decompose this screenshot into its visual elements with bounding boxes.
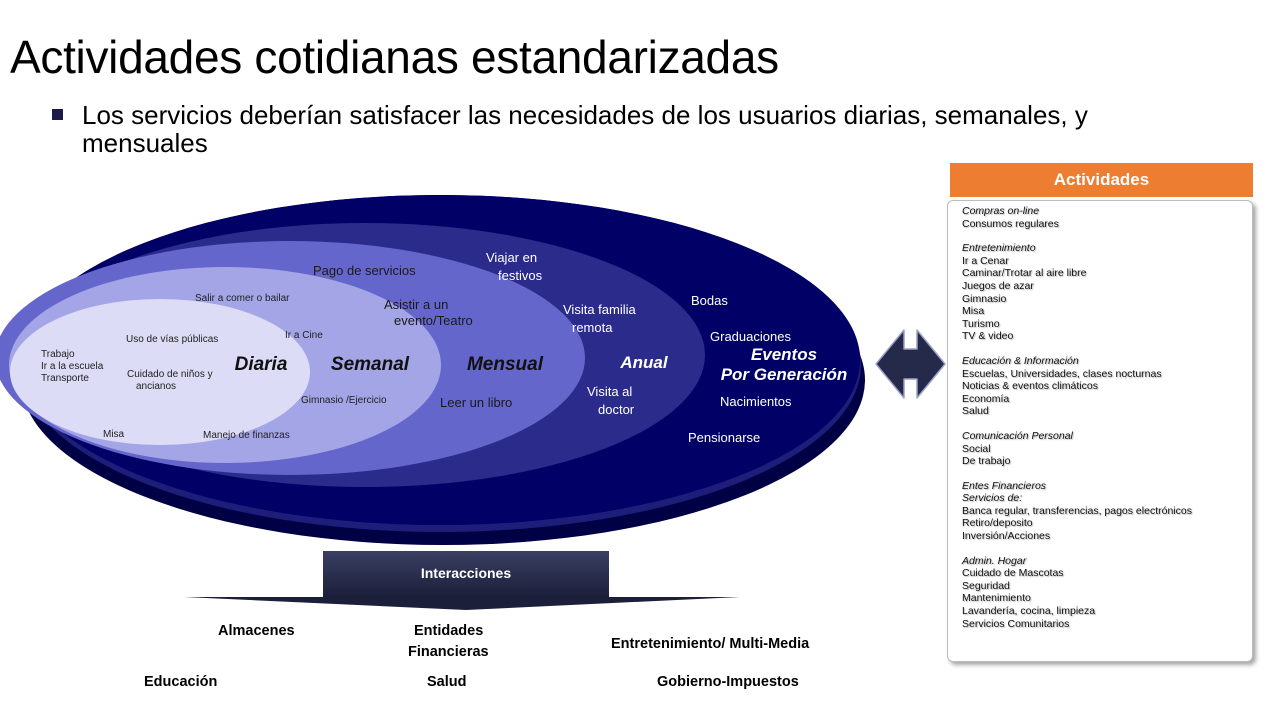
daily-item-misa: Misa [103,429,125,440]
ring-label-monthly: Mensual [467,354,544,375]
monthly-item-libro: Leer un libro [440,395,512,410]
interactions-bar: Interacciones [184,551,740,610]
label-entidades-line2: Financieras [408,644,489,660]
activities-item: Banca regular, transferencias, pagos ele… [962,504,1192,517]
daily-item-transporte: Transporte [41,373,89,384]
slide-title: Actividades cotidianas estandarizadas [10,31,779,83]
generation-item-pensionarse: Pensionarse [688,430,760,445]
label-gobierno: Gobierno-Impuestos [657,674,799,690]
activities-item: Seguridad [962,579,1010,592]
activities-item: Escuelas, Universidades, clases nocturna… [962,367,1162,380]
activities-item: Misa [962,305,985,318]
monthly-item-asistir-line2: evento/Teatro [394,313,473,328]
activities-item: Cuidado de Mascotas [962,567,1064,580]
yearly-item-visita-familia-line2: remota [572,320,613,335]
yearly-item-visita-familia-line1: Visita familia [563,302,637,317]
activities-item: Juegos de azar [962,279,1034,292]
ring-label-daily: Diaria [235,354,288,375]
activities-item: Retiro/deposito [962,517,1033,530]
weekly-item-salir: Salir a comer o bailar [195,293,290,304]
activities-item: Social [962,442,991,455]
double-arrow-icon [875,329,946,399]
activities-item: Gimnasio [962,292,1007,305]
daily-ring [10,299,310,445]
daily-item-cuidado-line2: ancianos [136,381,176,392]
weekly-item-finanzas: Manejo de finanzas [203,430,290,441]
generation-item-bodas: Bodas [691,293,728,308]
label-salud: Salud [427,674,467,690]
activities-section-title: Admin. Hogar [962,554,1027,567]
interactions-label: Interacciones [421,565,511,581]
ring-label-weekly: Semanal [331,354,410,375]
activities-item: Noticias & eventos climáticos [962,380,1098,393]
activities-item: Economía [962,392,1010,405]
daily-item-trabajo: Trabajo [41,349,75,360]
activities-item: Caminar/Trotar al aire libre [962,267,1087,280]
ring-label-yearly: Anual [619,353,669,372]
activities-header: Actividades [950,163,1253,197]
activities-item: Ir a Cenar [962,254,1009,267]
ring-label-generation-line1: Eventos [751,345,817,364]
weekly-item-gimnasio: Gimnasio /Ejercicio [301,395,387,406]
generation-item-nacimientos: Nacimientos [720,394,792,409]
yearly-item-viajar-line2: festivos [498,268,543,283]
activities-item: Inversión/Acciones [962,530,1051,543]
activities-section-title: Entes Financieros [962,479,1047,492]
daily-item-escuela: Ir a la escuela [41,361,104,372]
ring-label-generation-line2: Por Generación [721,365,848,384]
label-entidades-line1: Entidades [414,623,484,639]
daily-item-vias: Uso de vías públicas [126,334,218,345]
label-entretenimiento: Entretenimiento/ Multi-Media [611,636,810,652]
activities-item: Mantenimiento [962,592,1031,605]
yearly-item-viajar-line1: Viajar en [486,250,537,265]
activities-section-title: Entretenimiento [962,242,1036,255]
activities-item: TV & video [962,330,1014,343]
activities-item: Servicios Comunitarios [962,617,1070,630]
activities-section-title: Comunicación Personal [962,429,1073,442]
yearly-item-doctor-line2: doctor [598,402,635,417]
bullet-square-icon [52,109,63,120]
daily-item-cuidado-line1: Cuidado de niños y [127,369,213,380]
weekly-item-cine: Ir a Cine [285,330,323,341]
monthly-item-pago: Pago de servicios [313,263,416,278]
activities-item: Servicios de: [962,492,1023,505]
bullet-text: Los servicios deberían satisfacer las ne… [82,100,1088,158]
activities-item: Salud [962,405,989,418]
yearly-item-doctor-line1: Visita al [587,384,632,399]
generation-item-graduaciones: Graduaciones [710,329,791,344]
label-educacion: Educación [144,674,218,690]
activities-item: De trabajo [962,455,1011,468]
activities-item: Consumos regulares [962,217,1059,230]
activities-item: Turismo [962,317,1000,330]
activities-section-title: Compras on-line [962,205,1040,217]
activities-item: Lavandería, cocina, limpieza [962,605,1096,618]
monthly-item-asistir-line1: Asistir a un [384,297,448,312]
activities-section-title: Educación & Información [962,354,1079,367]
label-almacenes: Almacenes [218,623,295,639]
